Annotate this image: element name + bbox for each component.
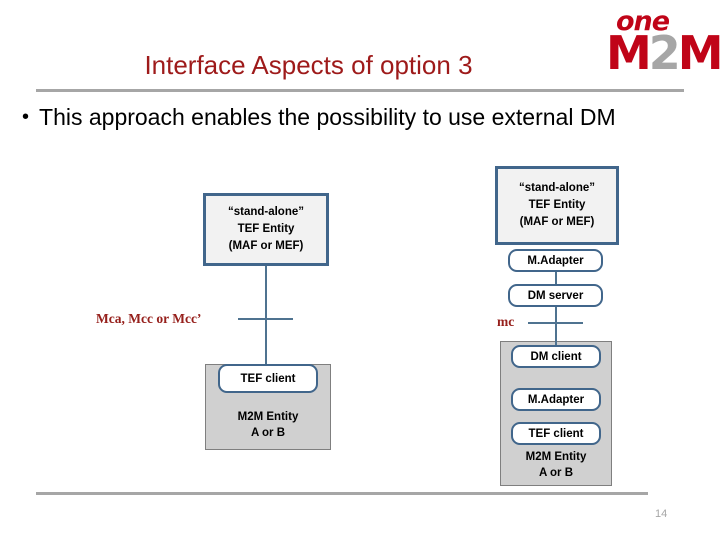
title-divider bbox=[36, 89, 684, 92]
left-tef-client-box: TEF client bbox=[218, 364, 318, 393]
left-interface-crossmark bbox=[238, 318, 293, 320]
logo-m2m-text: M2M bbox=[606, 30, 720, 76]
left-standalone-line2: TEF Entity bbox=[237, 223, 295, 236]
right-standalone-tef-entity-box: “stand-alone” TEF Entity (MAF or MEF) bbox=[495, 166, 619, 245]
right-connector-vline bbox=[555, 306, 557, 353]
left-entity-caption-line2: A or B bbox=[250, 426, 286, 439]
right-entity-caption-line2: A or B bbox=[538, 466, 574, 479]
bullet-marker-icon: • bbox=[22, 106, 30, 128]
right-adapter-top-box: M.Adapter bbox=[508, 249, 603, 272]
right-interface-label: mc bbox=[497, 314, 515, 329]
right-interface-crossmark bbox=[528, 322, 583, 324]
left-entity-caption-line1: M2M Entity bbox=[237, 411, 299, 423]
right-entity-caption-line1: M2M Entity bbox=[525, 451, 587, 463]
right-m2m-entity-caption: M2M Entity A or B bbox=[500, 450, 612, 481]
right-dm-client-box: DM client bbox=[511, 345, 601, 368]
bullet-text: This approach enables the possibility to… bbox=[39, 104, 616, 130]
left-standalone-line3: (MAF or MEF) bbox=[228, 239, 304, 252]
logo-m-left: M bbox=[606, 26, 652, 80]
left-interface-label: Mca, Mcc or Mcc’ bbox=[96, 311, 202, 326]
right-adapter-bottom-box: M.Adapter bbox=[511, 388, 601, 411]
logo-two: 2 bbox=[648, 26, 681, 80]
left-m2m-entity-caption: M2M Entity A or B bbox=[205, 410, 331, 441]
footer-divider bbox=[36, 492, 648, 495]
bullet-list-item: • This approach enables the possibility … bbox=[22, 104, 712, 130]
right-connector-adapter-to-server bbox=[555, 271, 557, 285]
left-standalone-tef-entity-box: “stand-alone” TEF Entity (MAF or MEF) bbox=[203, 193, 329, 266]
right-standalone-line3: (MAF or MEF) bbox=[519, 215, 595, 228]
right-standalone-line2: TEF Entity bbox=[528, 199, 586, 212]
left-standalone-line1: “stand-alone” bbox=[227, 206, 305, 219]
onem2m-logo: one M2M bbox=[604, 6, 720, 80]
page-title: Interface Aspects of option 3 bbox=[144, 50, 473, 80]
right-tef-client-box: TEF client bbox=[511, 422, 601, 445]
right-dm-server-box: DM server bbox=[508, 284, 603, 307]
right-standalone-line1: “stand-alone” bbox=[518, 182, 596, 195]
left-connector-vline bbox=[265, 266, 267, 369]
logo-one-text: one bbox=[616, 6, 670, 37]
logo-m-right: M bbox=[677, 26, 720, 80]
page-number: 14 bbox=[655, 508, 668, 520]
